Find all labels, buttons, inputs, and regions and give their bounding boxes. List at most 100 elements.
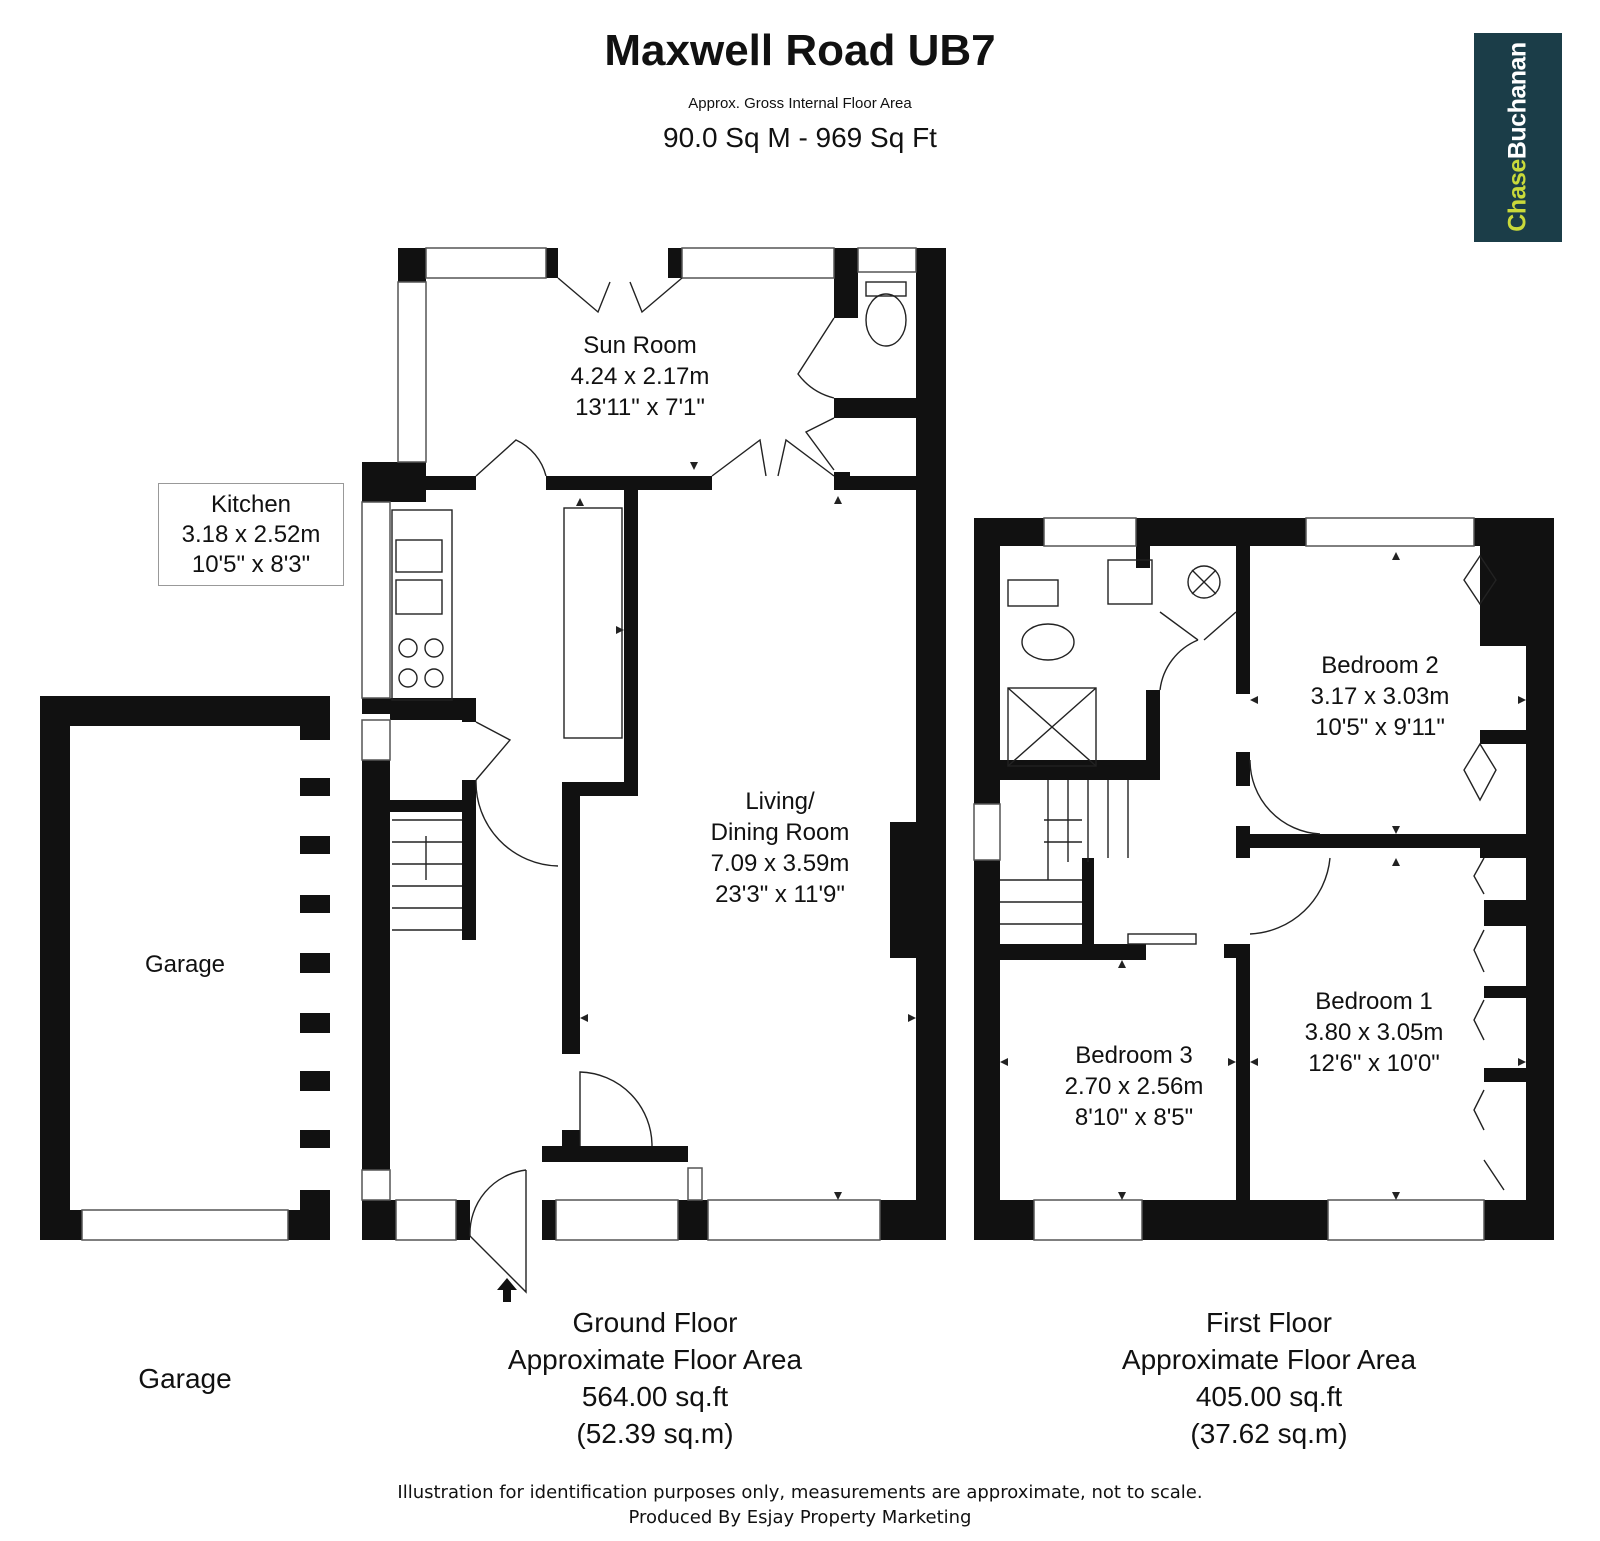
window [81,1209,289,1241]
wall [546,248,558,278]
wall [542,1200,556,1240]
door-swing [469,1169,527,1237]
window [395,1199,457,1241]
wall [668,248,682,278]
shower-tray [1007,687,1097,767]
worktop [563,507,623,739]
entrance-arrow [497,1278,517,1302]
window [681,247,835,279]
windows [81,247,1485,1241]
wall [462,800,476,940]
wall [890,822,916,958]
wall [362,1200,396,1240]
window [973,803,1001,861]
agent-logo: ChaseBuchanan [1474,33,1562,242]
wall [300,895,330,913]
wall [1000,944,1146,960]
window [1327,1199,1485,1241]
wall [398,248,426,282]
wall [678,1200,708,1240]
window [361,719,391,761]
wall [846,398,946,418]
window [1033,1199,1143,1241]
wall [300,836,330,854]
wall [462,698,476,722]
wall [1480,848,1526,858]
cylinder [1191,569,1217,595]
wall [40,696,330,726]
shower-tray [1007,687,1097,767]
wall [834,472,850,490]
wall [300,778,330,796]
toilet [1021,623,1075,661]
wall [1146,690,1160,780]
window [425,247,547,279]
window [687,1167,703,1201]
door-swing [804,417,835,471]
wall [1236,752,1250,786]
wall [300,953,330,973]
wall [562,782,638,796]
room-label-garage: Garage [144,951,226,978]
door-swing [797,317,835,399]
disclaimer: Illustration for identification purposes… [0,1480,1600,1530]
wall [974,518,1000,804]
window [857,247,917,273]
door-swing [1159,611,1237,691]
door-swing [711,438,835,477]
wall [834,248,858,318]
window [361,1169,391,1201]
wall [1136,546,1150,568]
door-swing [1249,857,1331,935]
wall [834,398,852,418]
disclaimer-line-2: Produced By Esjay Property Marketing [628,1507,972,1528]
window [555,1199,679,1241]
total-floor-area: 90.0 Sq M - 969 Sq Ft [663,122,937,153]
wall [40,1210,82,1240]
hob [398,638,418,658]
hob [424,668,444,688]
wall [1000,760,1146,780]
wall [462,780,476,800]
wall [300,1190,330,1240]
wall [846,476,946,490]
stairs [392,819,462,931]
wall [300,696,330,740]
wardrobe-doors [1463,554,1497,802]
radiator [1127,933,1197,945]
window [707,1199,881,1241]
wall [1136,518,1306,546]
sink [395,539,443,573]
disclaimer-line-1: Illustration for identification purposes… [397,1482,1203,1503]
wall [1480,546,1526,646]
door-swing [1249,759,1321,835]
wall [300,1071,330,1091]
door-swing [475,721,559,867]
window [1305,517,1475,547]
wall [1526,518,1554,1240]
wall [880,1200,946,1240]
wall [542,1146,688,1162]
wall [1142,1200,1328,1240]
door-swing [557,277,683,314]
wall [1484,900,1526,926]
hob [398,668,418,688]
toilet [865,293,907,347]
wall [1082,858,1094,944]
wall [456,1200,470,1240]
window [361,501,391,699]
garage-floor-label: Garage [138,1363,232,1394]
wall [624,476,638,796]
cylinder [1187,565,1221,599]
fixtures [391,277,1505,1294]
plan-subtitle: Approx. Gross Internal Floor Area [688,95,912,112]
wall [1484,986,1526,998]
wall [1236,944,1250,1200]
bidet [1007,579,1059,607]
